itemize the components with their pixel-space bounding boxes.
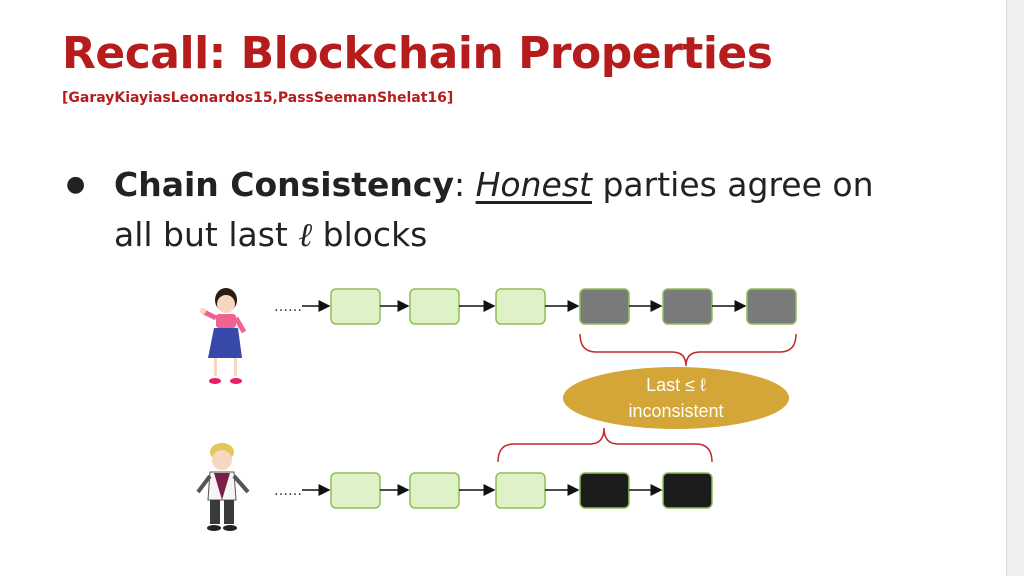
bullet-line2-prefix: all but last	[114, 215, 288, 254]
term-chain-consistency: Chain Consistency	[114, 165, 454, 204]
ell-symbol: ℓ	[298, 215, 313, 254]
bullet-line2-suffix: blocks	[322, 215, 428, 254]
oval-line1: Last ≤ ℓ	[646, 375, 706, 395]
top-chain-ellipsis: ……	[274, 299, 302, 315]
top-block-4	[579, 288, 630, 325]
bottom-chain: ……	[274, 472, 713, 509]
top-block-6	[746, 288, 797, 325]
bottom-brace	[497, 427, 713, 463]
citation: [GarayKiayiasLeonardos15,PassSeemanShela…	[62, 90, 454, 106]
oval-line2: inconsistent	[628, 401, 723, 421]
bullet-dot-icon: ●	[66, 172, 86, 197]
top-chain: ……	[274, 288, 797, 325]
top-block-5	[662, 288, 713, 325]
slide-title: Recall: Blockchain Properties	[62, 28, 773, 79]
bottom-block-4	[579, 472, 630, 509]
top-block-2	[409, 288, 460, 325]
top-block-1	[330, 288, 381, 325]
bottom-chain-ellipsis: ……	[274, 483, 302, 499]
bullet-text: Chain Consistency: Honest parties agree …	[114, 160, 994, 260]
top-brace	[579, 333, 797, 367]
right-edge-stripe	[1006, 0, 1024, 576]
term-colon: :	[453, 165, 466, 204]
bottom-block-3	[495, 472, 546, 509]
bullet-line1-rest: parties agree on	[602, 165, 874, 204]
top-block-3	[495, 288, 546, 325]
bottom-block-2	[409, 472, 460, 509]
bottom-block-1	[330, 472, 381, 509]
girl-figure	[200, 288, 247, 384]
bottom-block-5	[662, 472, 713, 509]
boy-figure	[196, 443, 250, 531]
inconsistent-oval: Last ≤ ℓ inconsistent	[563, 367, 789, 429]
honest-word: Honest	[475, 165, 592, 204]
